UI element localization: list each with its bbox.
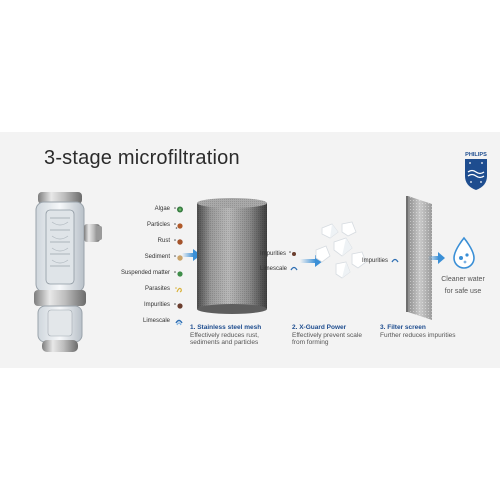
stage-3-description: Further reduces impurities <box>380 331 456 339</box>
contaminant-label: Algae <box>154 206 170 212</box>
contaminant-label: Suspended matter <box>120 270 170 276</box>
contaminant-item-sediment: Sediment <box>145 250 184 264</box>
sediment-icon <box>174 254 183 261</box>
particles-icon <box>174 222 183 229</box>
parasites-icon <box>175 286 182 293</box>
stage-2-title: 2. X-Guard Power <box>292 324 347 331</box>
impurities-icon <box>174 302 183 309</box>
contaminant-item-parasites: Parasites <box>145 282 184 296</box>
stage-2-description: Effectively prevent scale from forming <box>292 331 362 347</box>
suspended-matter-icon <box>174 270 183 277</box>
impurities-label: Impurities <box>260 251 287 258</box>
stage-2-label: 2. X-Guard Power Effectively prevent sca… <box>292 324 376 347</box>
limescale-icon <box>290 266 298 271</box>
stage-3-title: 3. Filter screen <box>380 324 426 331</box>
contaminant-label: Impurities <box>143 302 170 308</box>
contaminant-item-impurities: Impurities <box>144 298 184 312</box>
result-line-1: Cleaner water <box>441 276 485 283</box>
contaminant-item-particles: Particles <box>147 218 184 232</box>
contaminant-label: Sediment <box>144 254 170 260</box>
contaminant-item-limescale: Limescale <box>143 314 184 328</box>
svg-text:PHILIPS: PHILIPS <box>465 152 487 158</box>
philips-logo: PHILIPS <box>465 152 487 190</box>
impurities-label: Impurities <box>362 258 389 265</box>
contaminant-label: Rust <box>157 238 170 244</box>
rust-icon <box>174 238 183 245</box>
stage-1-output-impurities: Impurities <box>260 250 297 257</box>
page-title: 3-stage microfiltration <box>44 147 240 169</box>
stainless-steel-mesh-illustration <box>197 198 267 314</box>
result-label: Cleaner water for safe use <box>430 274 496 298</box>
contaminant-label: Limescale <box>142 318 170 324</box>
stage-1-description: Effectively reduces rust, sediments and … <box>190 331 259 347</box>
shower-filter-illustration <box>34 192 102 352</box>
impurities-icon <box>288 251 296 256</box>
stage-2-output-impurities: Impurities <box>362 257 399 264</box>
limescale-icon <box>391 258 399 263</box>
contaminant-item-rust: Rust <box>158 234 184 248</box>
algae-icon <box>174 206 183 212</box>
water-drop-icon <box>453 236 475 269</box>
stage-3-label: 3. Filter screen Further reduces impurit… <box>380 324 480 339</box>
filter-screen-illustration <box>406 196 432 320</box>
contaminant-item-algae: Algae <box>155 202 184 216</box>
flow-arrow-3 <box>428 252 445 264</box>
x-guard-crystals-illustration <box>315 221 367 279</box>
stage-1-label: 1. Stainless steel mesh Effectively redu… <box>190 324 280 347</box>
contaminant-item-suspended-matter: Suspended matter <box>121 266 184 280</box>
stage-1-output-limescale: Limescale <box>260 265 298 272</box>
contaminant-label: Particles <box>146 222 170 228</box>
result-line-2: for safe use <box>444 288 482 295</box>
limescale-label: Limescale <box>260 266 288 273</box>
contaminant-label: Parasites <box>144 286 170 292</box>
stage-1-title: 1. Stainless steel mesh <box>190 324 262 331</box>
limescale-icon <box>175 319 183 325</box>
